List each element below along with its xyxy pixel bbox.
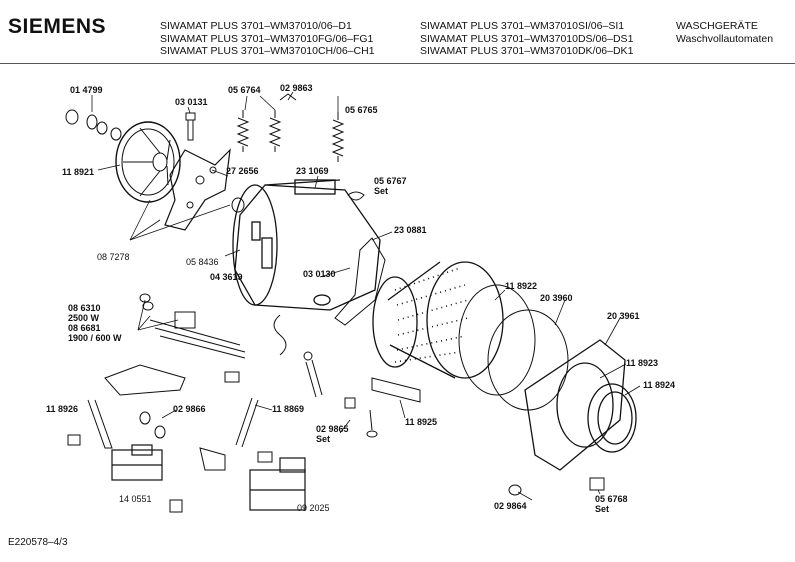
drum-spider-230881 (334, 237, 386, 326)
part-label: 11 8869 (272, 404, 305, 414)
part-label: 09 2025 (297, 503, 330, 513)
part-label: 05 8436 (186, 257, 219, 267)
part-label: 20 3961 (607, 311, 640, 321)
model-line: SIWAMAT PLUS 3701–WM37010DK/06–DK1 (420, 45, 634, 57)
brand-logo: SIEMENS (8, 15, 107, 38)
model-line: SIWAMAT PLUS 3701–WM37010SI/06–SI1 (420, 20, 625, 32)
part-label: 01 4799 (70, 85, 103, 95)
part-label: 27 2656 (226, 166, 259, 176)
part-label: 11 8926 (46, 404, 79, 414)
leader-lines (91, 91, 641, 501)
part-label: 23 1069 (296, 166, 329, 176)
part-label: 05 6765 (345, 105, 378, 115)
washers-014799 (65, 109, 122, 141)
part-label-wattage: 1900 / 600 W (68, 333, 122, 343)
model-list-1: SIWAMAT PLUS 3701–WM37010/06–D1 SIWAMAT … (160, 20, 375, 58)
model-line: SIWAMAT PLUS 3701–WM37010/06–D1 (160, 20, 352, 32)
pump-block-140551 (111, 444, 163, 481)
ring-203960 (487, 309, 569, 411)
pulley-wheel (115, 121, 181, 203)
part-label: 08 7278 (97, 252, 130, 262)
part-label: 02 9866 (173, 404, 206, 414)
drawing-code: E220578–4/3 (8, 537, 68, 548)
screw-left (67, 434, 81, 446)
tub-cross-bracket (164, 148, 231, 231)
bolt-030131 (185, 112, 196, 141)
bolt-small (224, 371, 240, 383)
part-label: 11 8922 (505, 281, 538, 291)
washer-set-029866 (139, 411, 166, 439)
part-label: 03 0131 (175, 97, 208, 107)
motor-092025 (249, 457, 306, 511)
part-label-set: Set (316, 434, 331, 444)
part-label: 05 6767 (374, 176, 407, 186)
spring-056764 (236, 110, 282, 152)
clip-029864 (508, 484, 522, 496)
bolt-motor (257, 451, 273, 463)
part-label: 11 8924 (643, 380, 676, 390)
part-label: 05 6768 (595, 494, 628, 504)
drive-belt-118926 (87, 399, 113, 449)
part-label: 02 9864 (494, 501, 527, 511)
part-label: 20 3960 (540, 293, 573, 303)
model-line: SIWAMAT PLUS 3701–WM37010DS/06–DS1 (420, 32, 634, 45)
part-label: 23 0881 (394, 225, 427, 235)
screw-set-029865 (344, 397, 378, 438)
gasket-118922 (458, 284, 536, 396)
part-label: 02 9865 (316, 424, 349, 434)
part-label: 11 8921 (62, 167, 95, 177)
part-label: 08 6681 (68, 323, 101, 333)
part-label: 11 8925 (405, 417, 438, 427)
door-ring-118924 (587, 383, 637, 453)
category-title: WASCHGERÄTE (676, 20, 758, 32)
hook-029863 (279, 93, 297, 101)
bearing-272656 (231, 197, 245, 213)
shock-absorber-118869 (235, 351, 323, 448)
part-label: 04 3619 (210, 272, 243, 282)
part-label: 02 9863 (280, 83, 313, 93)
part-label: 08 6310 (68, 303, 101, 313)
category-block: WASCHGERÄTE Waschvollautomaten (676, 20, 773, 45)
part-label: 05 6764 (228, 85, 261, 95)
front-panel-203961 (524, 339, 626, 471)
spring-056765 (331, 112, 345, 162)
mount-plate (104, 364, 186, 396)
bracket-small (199, 447, 226, 471)
model-line: SIWAMAT PLUS 3701–WM37010FG/06–FG1 (160, 32, 374, 45)
outer-tub (232, 179, 381, 311)
model-line: SIWAMAT PLUS 3701–WM37010CH/06–CH1 (160, 45, 375, 57)
perforated-drum (372, 261, 504, 379)
header-divider (0, 63, 795, 64)
clip-056767 (347, 191, 365, 201)
part-label-set: Set (595, 504, 610, 514)
model-list-2: SIWAMAT PLUS 3701–WM37010SI/06–SI1 SIWAM… (420, 20, 633, 58)
part-label: 03 0130 (303, 269, 336, 279)
part-label: 11 8923 (626, 358, 659, 368)
strip-118925 (371, 377, 421, 403)
heater-element (139, 293, 246, 359)
clip-small (169, 499, 183, 513)
coil-spring (273, 314, 287, 356)
part-label: 14 0551 (119, 494, 152, 504)
category-subtitle: Waschvollautomaten (676, 32, 774, 45)
screw-056768 (589, 477, 605, 491)
part-label-wattage: 2500 W (68, 313, 100, 323)
part-label-set: Set (374, 186, 389, 196)
